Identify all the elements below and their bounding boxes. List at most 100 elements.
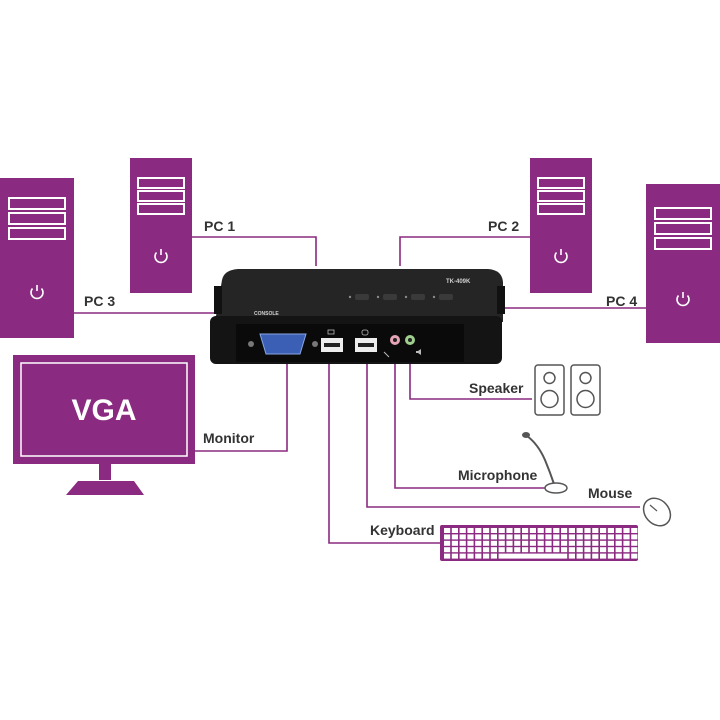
- wire-pc1: [190, 236, 317, 266]
- mouse: [642, 497, 672, 527]
- keyboard-key: [529, 528, 536, 533]
- label-microphone: Microphone: [458, 467, 538, 483]
- usb-port-keyboard: [321, 329, 343, 352]
- keyboard-key: [514, 534, 521, 540]
- keyboard-key: [600, 553, 607, 559]
- keyboard-key: [615, 528, 622, 533]
- keyboard-key: [600, 540, 607, 546]
- power-icon: [154, 249, 168, 264]
- keyboard-key: [537, 534, 544, 540]
- keyboard-key: [498, 547, 505, 553]
- keyboard-key: [568, 534, 575, 540]
- keyboard-key: [522, 528, 529, 533]
- keyboard-key: [451, 547, 458, 553]
- wire-monitor: [193, 360, 288, 452]
- keyboard-key: [545, 528, 552, 533]
- keyboard-key: [475, 528, 482, 533]
- keyboard-key: [529, 547, 536, 553]
- microphone: [522, 432, 568, 494]
- keyboard-key: [631, 547, 638, 553]
- keyboard-key: [506, 528, 513, 533]
- keyboard-key: [514, 528, 521, 533]
- keyboard-key: [459, 553, 466, 559]
- keyboard-key: [592, 540, 599, 546]
- label-pc1: PC 1: [204, 218, 235, 234]
- kvm-switch: TK-409K CONSOLE: [210, 269, 505, 364]
- monitor-stand: [66, 481, 144, 495]
- keyboard-key: [592, 547, 599, 553]
- keyboard-key: [444, 540, 451, 546]
- keyboard-key: [475, 553, 482, 559]
- keyboard-key: [451, 534, 458, 540]
- speakers: [534, 364, 601, 416]
- keyboard-key: [506, 540, 513, 546]
- keyboard-key: [529, 534, 536, 540]
- pc3-tower: [0, 178, 74, 338]
- keyboard-key: [607, 540, 614, 546]
- keyboard-key: [490, 540, 497, 546]
- keyboard-key: [568, 547, 575, 553]
- keyboard-key: [459, 534, 466, 540]
- keyboard-key: [568, 553, 575, 559]
- keyboard-key: [568, 540, 575, 546]
- label-pc4: PC 4: [606, 293, 637, 309]
- keyboard-key: [467, 528, 474, 533]
- keyboard-key: [475, 534, 482, 540]
- keyboard-key: [561, 547, 568, 553]
- keyboard-key: [537, 528, 544, 533]
- keyboard-key: [592, 534, 599, 540]
- keyboard-key: [537, 547, 544, 553]
- keyboard-key: [576, 534, 583, 540]
- keyboard-key: [584, 547, 591, 553]
- keyboard-key: [561, 528, 568, 533]
- keyboard-key: [592, 553, 599, 559]
- monitor-screen-text: VGA: [71, 394, 136, 427]
- keyboard-key: [607, 553, 614, 559]
- audio-jack-microphone: [383, 335, 400, 358]
- keyboard-key: [459, 540, 466, 546]
- keyboard-key: [451, 528, 458, 533]
- kvm-side-port-right: [497, 286, 505, 314]
- keyboard-key: [561, 534, 568, 540]
- keyboard-key: [459, 528, 466, 533]
- audio-jack-speaker: [405, 335, 421, 355]
- keyboard-key: [553, 534, 560, 540]
- keyboard-key: [451, 540, 458, 546]
- keyboard-key: [623, 540, 630, 546]
- keyboard-key: [607, 534, 614, 540]
- vga-port: [248, 333, 318, 355]
- keyboard-key: [475, 540, 482, 546]
- keyboard-key: [607, 528, 614, 533]
- keyboard-key: [506, 547, 513, 553]
- keyboard-key: [490, 534, 497, 540]
- label-pc2: PC 2: [488, 218, 519, 234]
- keyboard-key: [483, 528, 490, 533]
- label-pc3: PC 3: [84, 293, 115, 309]
- pc4-tower: [646, 184, 720, 343]
- kvm-port-button-4: [439, 294, 453, 300]
- keyboard-key: [467, 540, 474, 546]
- keyboard-key: [584, 553, 591, 559]
- keyboard-key: [615, 547, 622, 553]
- keyboard-key: [529, 540, 536, 546]
- keyboard-spacebar: [498, 553, 568, 559]
- keyboard-key: [553, 540, 560, 546]
- label-mouse: Mouse: [588, 485, 633, 501]
- wire-microphone: [394, 360, 548, 489]
- pc2-tower: [530, 158, 592, 293]
- keyboard-key: [506, 534, 513, 540]
- keyboard-key: [467, 553, 474, 559]
- keyboard-key: [631, 534, 638, 540]
- keyboard-key: [444, 547, 451, 553]
- connection-wires: [73, 236, 646, 544]
- keyboard-key: [592, 528, 599, 533]
- keyboard-key: [498, 534, 505, 540]
- keyboard-key: [514, 547, 521, 553]
- keyboard-key: [576, 528, 583, 533]
- keyboard-key: [545, 534, 552, 540]
- keyboard-key: [623, 547, 630, 553]
- kvm-side-port-left: [214, 286, 222, 314]
- keyboard-key: [537, 540, 544, 546]
- keyboard-key: [623, 528, 630, 533]
- kvm-port-button-2: [383, 294, 397, 300]
